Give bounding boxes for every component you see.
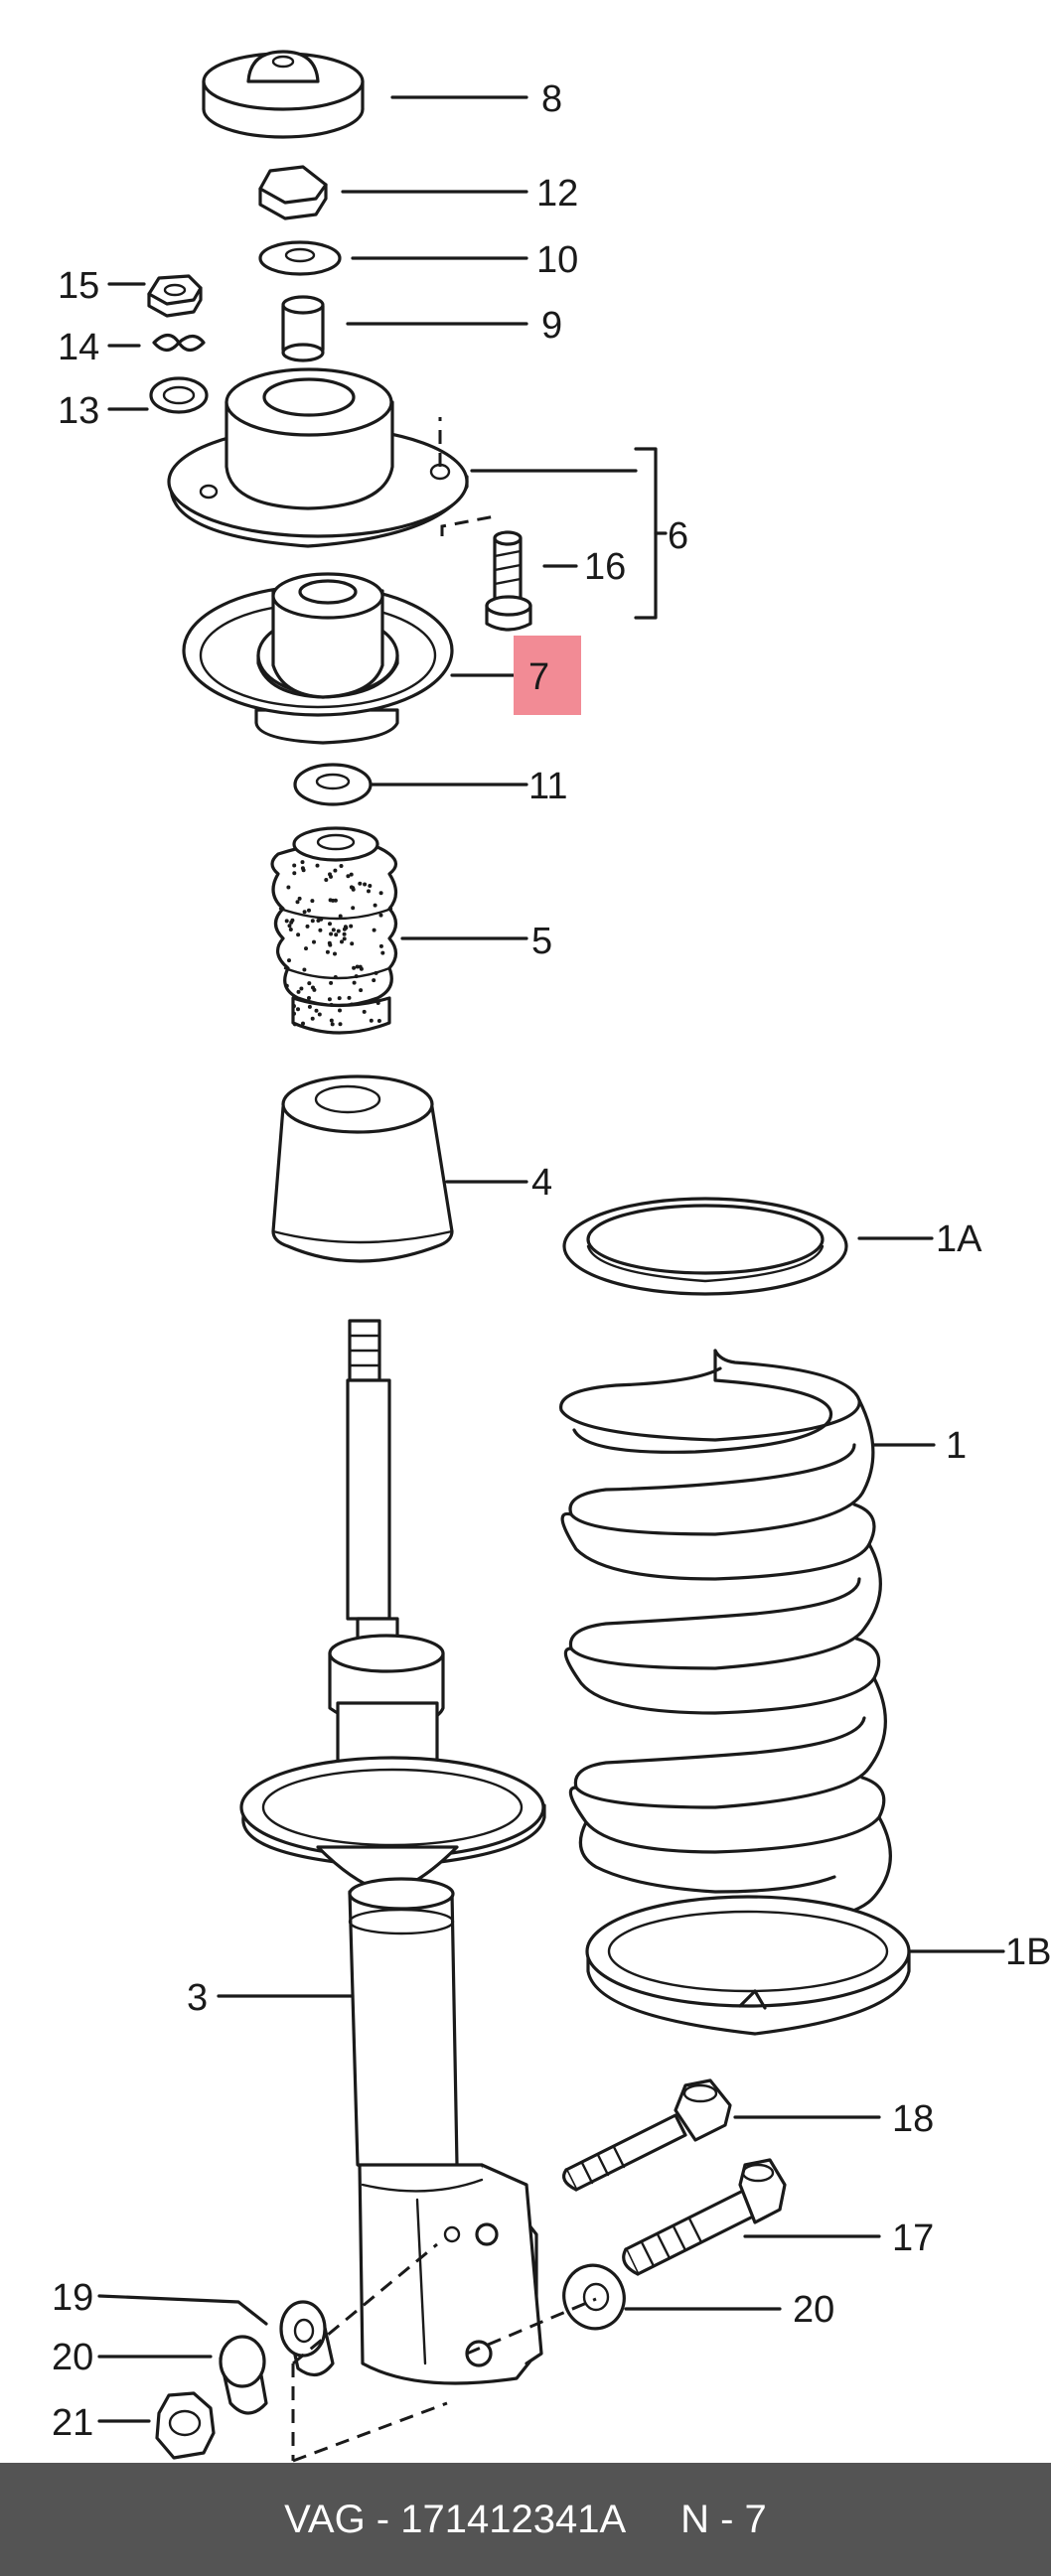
part-3-shock-absorber bbox=[239, 1319, 546, 2385]
part-16-bolt bbox=[440, 514, 532, 632]
part-11-washer bbox=[293, 763, 373, 806]
part-4-dust-boot bbox=[271, 1074, 454, 1263]
label-11: 11 bbox=[528, 766, 567, 807]
part-6-strut-mount bbox=[167, 367, 469, 548]
strut-exploded-diagram: 8 12 10 15 9 14 13 6 16 7 11 5 4 1A 1 3 … bbox=[52, 50, 1051, 2463]
part-18-bolt bbox=[562, 2078, 732, 2192]
label-14: 14 bbox=[58, 327, 99, 368]
label-16: 16 bbox=[584, 546, 626, 588]
part-20-washer-right bbox=[562, 2263, 626, 2331]
part-5-bump-stop bbox=[270, 826, 398, 1035]
label-4: 4 bbox=[531, 1162, 552, 1204]
footer-bar: VAG - 171412341A N - 7 bbox=[0, 2463, 1051, 2576]
part-9-sleeve bbox=[281, 295, 325, 362]
page-ref: N - 7 bbox=[680, 2497, 767, 2541]
label-19: 19 bbox=[52, 2277, 93, 2319]
part-1-coil-spring bbox=[559, 1349, 892, 1929]
label-1: 1 bbox=[946, 1425, 967, 1467]
label-13: 13 bbox=[58, 390, 99, 432]
part-1A-upper-pad bbox=[562, 1197, 848, 1296]
label-18: 18 bbox=[892, 2098, 934, 2140]
label-6: 6 bbox=[668, 515, 688, 557]
part-19-bushing bbox=[279, 2300, 335, 2376]
label-7: 7 bbox=[528, 656, 549, 698]
leader-lines bbox=[97, 95, 1005, 2423]
label-8: 8 bbox=[541, 78, 562, 120]
part-12-nut bbox=[258, 165, 328, 220]
part-15-nut bbox=[147, 274, 203, 318]
part-7-spring-seat bbox=[182, 572, 454, 745]
part-21-nut bbox=[155, 2391, 216, 2460]
label-21: 21 bbox=[52, 2402, 93, 2444]
callout-labels: 8 12 10 15 9 14 13 6 16 7 11 5 4 1A 1 3 … bbox=[52, 78, 1051, 2444]
part-1B-lower-pad bbox=[585, 1895, 911, 2036]
part-14-clip bbox=[152, 333, 206, 353]
label-9: 9 bbox=[541, 305, 562, 347]
label-17: 17 bbox=[892, 2218, 934, 2259]
label-3: 3 bbox=[187, 1977, 208, 2019]
part-number: VAG - 171412341A bbox=[284, 2497, 627, 2541]
part-10-washer bbox=[258, 240, 342, 276]
label-12: 12 bbox=[536, 173, 578, 215]
part-13-ring bbox=[149, 376, 209, 414]
label-10: 10 bbox=[536, 239, 578, 281]
part-20-washer-left bbox=[219, 2335, 268, 2415]
label-20-right: 20 bbox=[793, 2289, 834, 2331]
highlight-box bbox=[514, 636, 581, 715]
part-17-bolt bbox=[622, 2158, 787, 2276]
part-8-top-cap bbox=[202, 50, 365, 139]
label-5: 5 bbox=[531, 921, 552, 962]
label-1A: 1A bbox=[936, 1218, 982, 1260]
label-1B: 1B bbox=[1005, 1932, 1051, 1973]
label-20-left: 20 bbox=[52, 2337, 93, 2378]
label-15: 15 bbox=[58, 265, 99, 307]
